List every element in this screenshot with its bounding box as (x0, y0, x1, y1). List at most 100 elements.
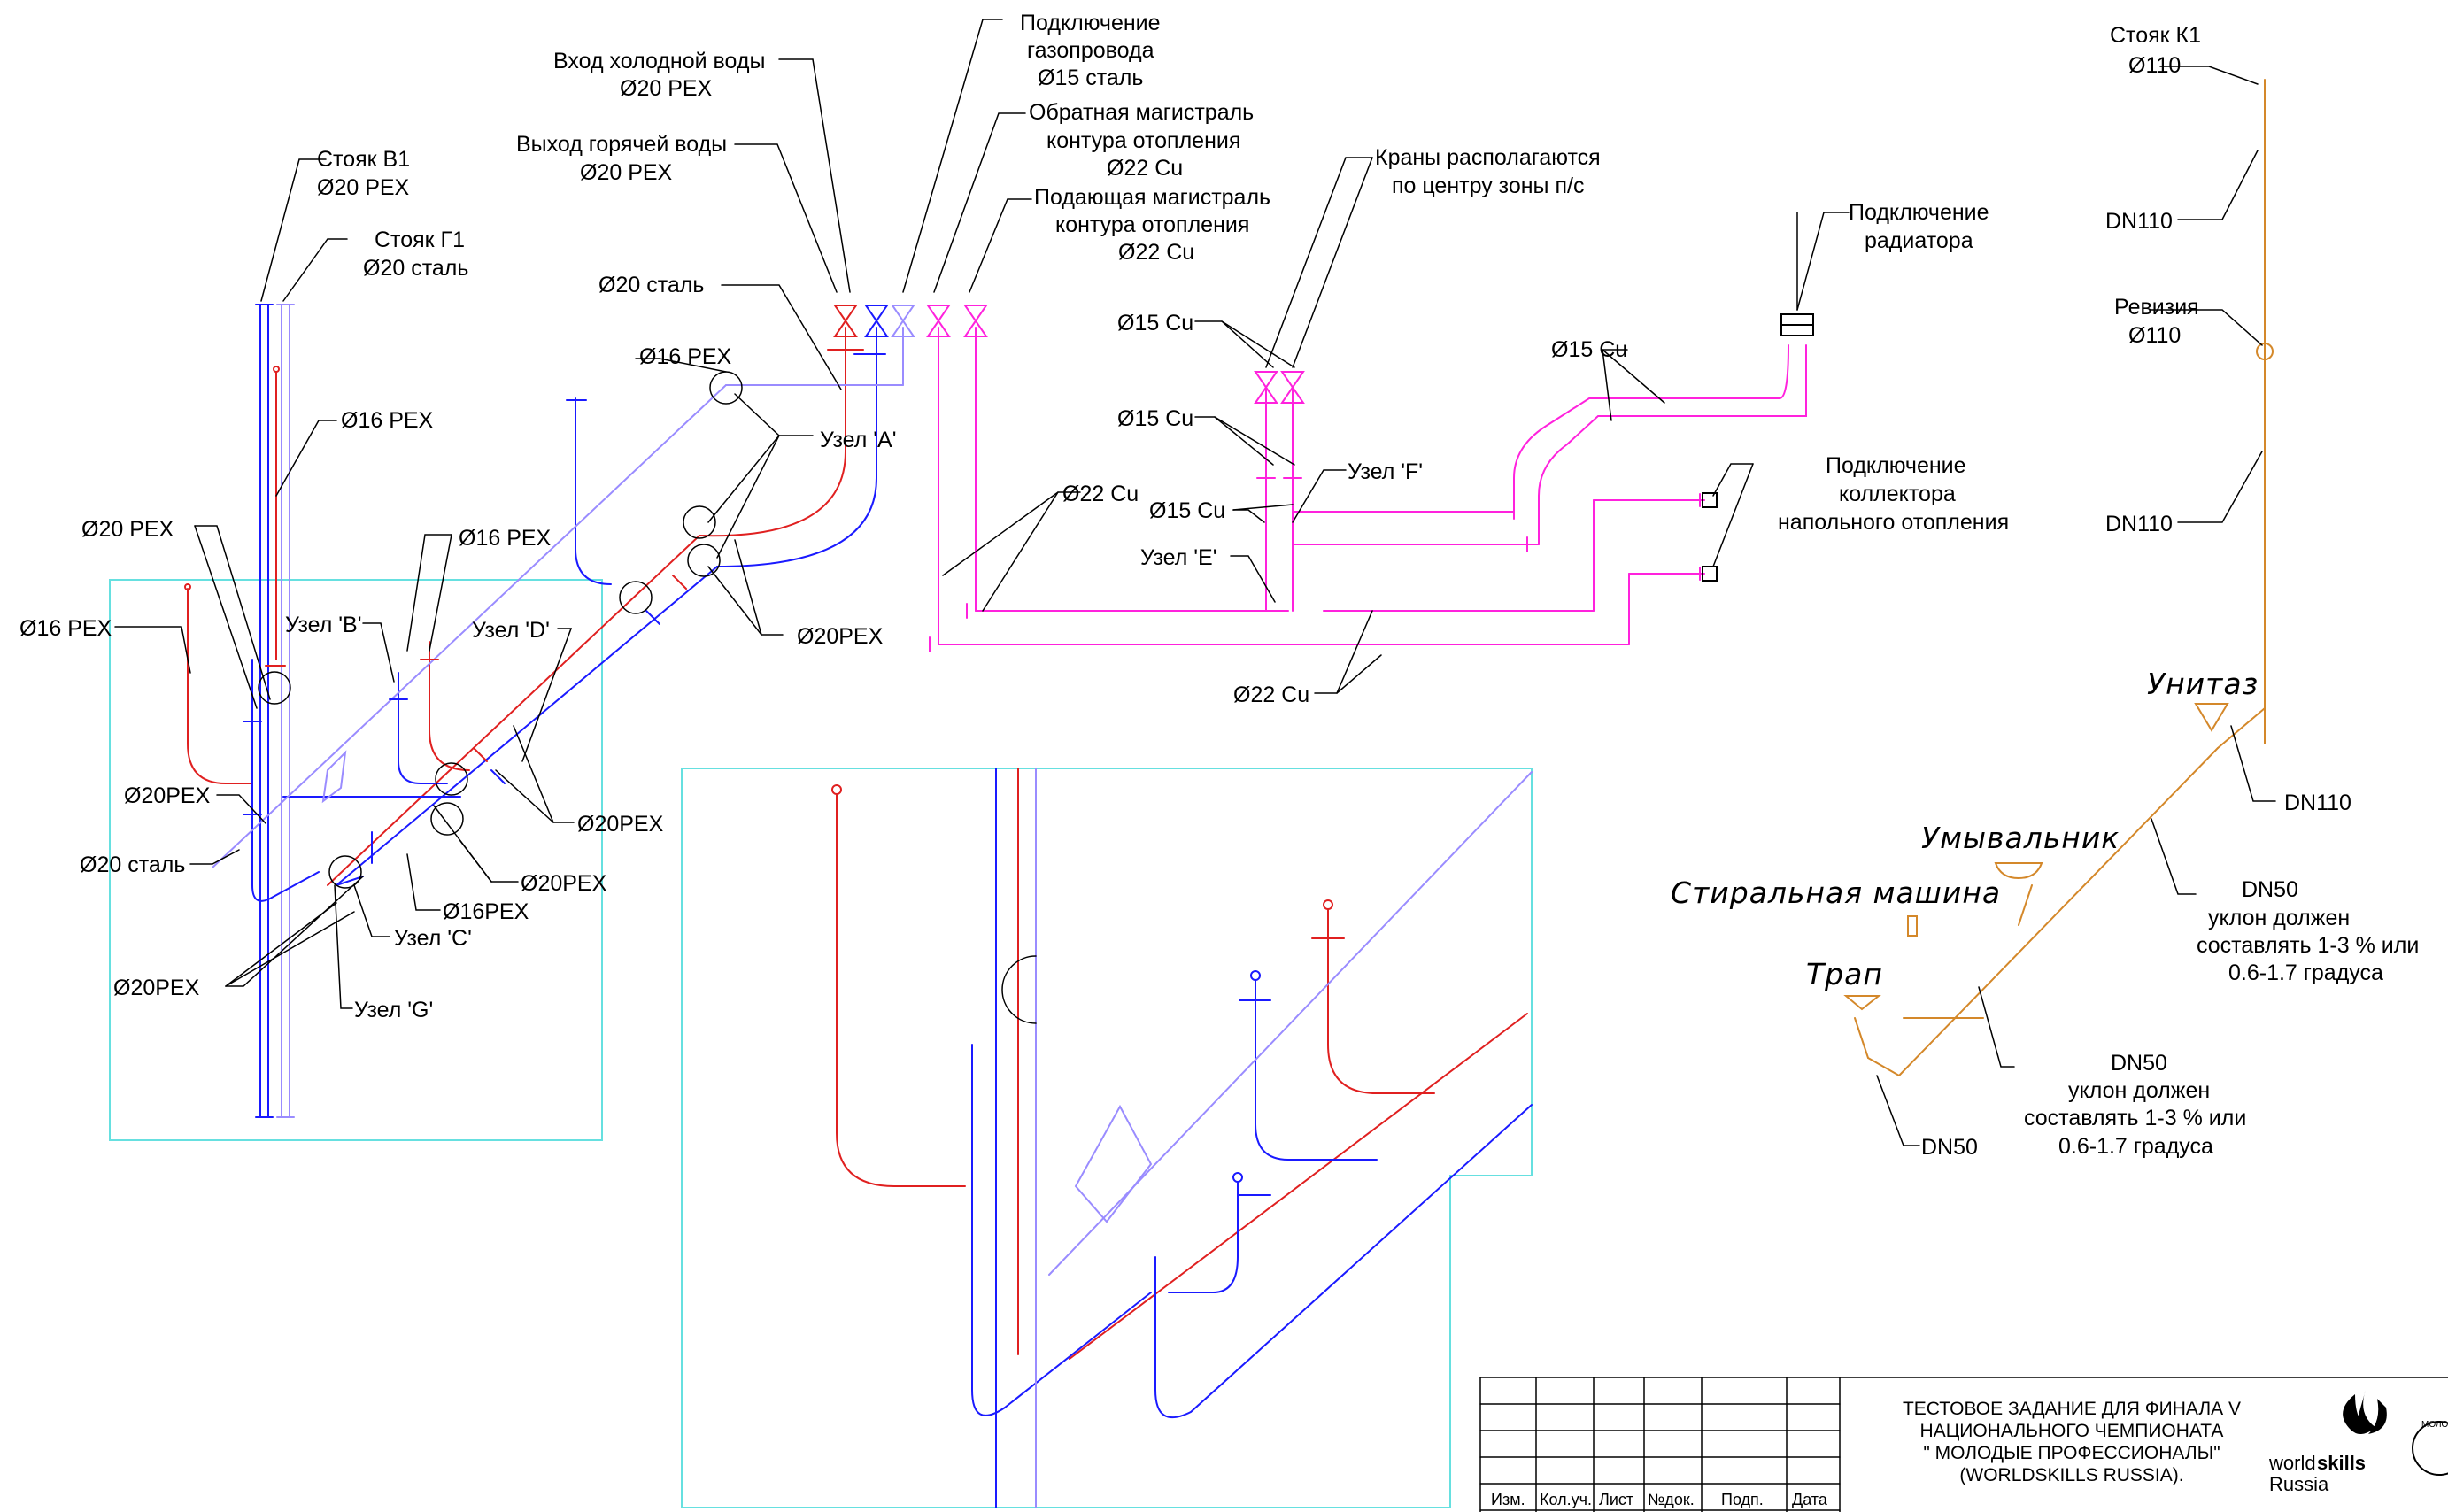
dn110-c-label: DN110 (2284, 791, 2351, 815)
riser-g1 (276, 304, 295, 1118)
fitting-ticks-hot (265, 349, 864, 762)
logo-russia: Russia (2269, 1473, 2329, 1495)
gas-label-3: Ø15 сталь (1038, 66, 1143, 90)
riser-g1-label: Стояк Г1 (375, 228, 465, 252)
supply-label-1: Подающая магистраль (1034, 185, 1270, 210)
valves-note-2: по центру зоны п/с (1392, 174, 1584, 198)
collector-label-1: Подключение (1826, 453, 1966, 478)
shutoff-valves (833, 305, 1305, 404)
tb-col-podp: Подп. (1721, 1491, 1764, 1508)
cu15-c-label: Ø15 Cu (1149, 498, 1225, 523)
node-circles (258, 371, 743, 889)
seal-logo: МОЛОДЫЕ ПРОФЕССИОНАЛЫ (2412, 1420, 2448, 1476)
toilet-label: Унитаз (2147, 667, 2259, 701)
worldskills-logo: world skills Russia (2268, 1390, 2387, 1495)
radiator-label-2: радиатора (1865, 228, 1973, 253)
pex20-left-label: Ø20 PEX (81, 517, 174, 542)
pex20-e-label: Ø20PEX (113, 976, 200, 1000)
steel20-b-label: Ø20 сталь (80, 852, 185, 877)
gas-label-2: газопровода (1027, 38, 1154, 63)
toilet-icon (2194, 703, 2229, 732)
fitting-ticks (243, 353, 886, 815)
hot-out-spec: Ø20 PEX (580, 160, 673, 185)
return-label-3: Ø22 Cu (1107, 156, 1183, 181)
drain-label: Трап (1806, 957, 1883, 991)
seal-text: МОЛОДЫЕ ПРОФЕССИОНАЛЫ (2421, 1420, 2448, 1430)
cold-in-label: Вход холодной воды (553, 49, 765, 73)
water-isometric (184, 304, 904, 1118)
pex20-a-label: Ø20PEX (797, 624, 884, 649)
drain-icon (1843, 995, 1881, 1011)
revision-spec: Ø110 (2128, 323, 2181, 348)
washer-connector-icon (1907, 915, 1918, 937)
supply-label-2: контура отопления (1055, 212, 1249, 237)
dn110-b-label: DN110 (2105, 512, 2173, 536)
heating-system (929, 327, 1808, 652)
pex20-c-label: Ø20PEX (521, 871, 607, 896)
valves-note-1: Краны располагаются (1375, 145, 1601, 170)
tb-col-kol: Кол.уч. (1540, 1491, 1592, 1508)
riser-g1-spec: Ø20 сталь (363, 256, 468, 281)
cu22-a-label: Ø22 Cu (1062, 482, 1139, 506)
steel20-label: Ø20 сталь (598, 273, 704, 297)
pex16-left-label: Ø16 PEX (19, 616, 112, 641)
hot-water-lines (184, 327, 846, 886)
pex20-b-label: Ø20PEX (577, 812, 664, 837)
revision-icon (2256, 343, 2274, 360)
riser-v1-label: Стояк В1 (317, 147, 410, 172)
tb-col-list: Лист (1599, 1491, 1633, 1508)
title-block: Изм. Кол.уч. Лист №док. Подп. Дата ТЕСТО… (1479, 1377, 2448, 1512)
title-line-3: " МОЛОДЫЕ ПРОФЕССИОНАЛЫ" (1923, 1443, 2220, 1463)
cu15-a-label: Ø15 Cu (1117, 311, 1193, 336)
gas-label-1: Подключение (1020, 11, 1161, 35)
sewer-system (1843, 79, 2274, 1076)
dn50-c-label: DN50 (1921, 1135, 1978, 1160)
zoom-detail-frame (681, 768, 1533, 1508)
node-d-label: Узел 'D' (472, 618, 550, 643)
title-line-4: (WORLDSKILLS RUSSIA). (1959, 1465, 2183, 1485)
return-valve-icon (926, 305, 951, 337)
cu15-d-label: Ø15 Cu (1551, 337, 1627, 362)
node-a-label: Узел 'A' (820, 428, 897, 452)
pex16-c-label: Ø16 PEX (459, 526, 552, 551)
pex16-d-label: Ø16PEX (443, 899, 529, 924)
dn50-a-note-3: составлять 1-3 % или (2197, 933, 2419, 958)
dn50-b-note-4: 0.6-1.7 градуса (2058, 1134, 2213, 1159)
pex20-d-label: Ø20PEX (124, 783, 211, 808)
node-b-label: Узел 'B' (285, 613, 362, 637)
revision-label: Ревизия (2114, 295, 2199, 320)
collector-connector-1-icon (1702, 492, 1718, 508)
logo-world: world (2268, 1452, 2316, 1474)
tb-col-izm: Изм. (1491, 1491, 1525, 1508)
cold-in-spec: Ø20 PEX (620, 76, 713, 101)
title-line-2: НАЦИОНАЛЬНОГО ЧЕМПИОНАТА (1920, 1421, 2224, 1441)
dn50-b-note-3: составлять 1-3 % или (2024, 1106, 2246, 1130)
radiator-label-1: Подключение (1849, 200, 1989, 225)
dn110-a-label: DN110 (2105, 209, 2173, 234)
gas-valve-icon (891, 305, 915, 337)
drawing-labels: Стояк В1 Ø20 PEX Стояк Г1 Ø20 сталь Вход… (19, 11, 2419, 1160)
pex16-b-label: Ø16 PEX (341, 408, 434, 433)
riser-v1-spec: Ø20 PEX (317, 175, 410, 200)
tb-col-doc: №док. (1648, 1491, 1695, 1508)
cu22-b-label: Ø22 Cu (1233, 683, 1309, 707)
dn50-a-note-4: 0.6-1.7 градуса (2228, 960, 2383, 985)
detail-frames (109, 579, 1533, 1508)
collector-label-2: коллектора (1839, 482, 1956, 506)
dn50-a-label: DN50 (2242, 877, 2298, 902)
hot-out-label: Выход горячей воды (516, 132, 727, 157)
supply-label-3: Ø22 Cu (1118, 240, 1194, 265)
dn50-b-label: DN50 (2111, 1051, 2167, 1076)
node-e-label: Узел 'E' (1140, 545, 1217, 570)
gas-line (212, 327, 904, 868)
riser-k1-label: Стояк К1 (2110, 23, 2201, 48)
return-label-1: Обратная магистраль (1029, 100, 1254, 125)
pex16-a-label: Ø16 PEX (639, 344, 732, 369)
node-f-label: Узел 'F' (1348, 459, 1423, 484)
supply-valve-icon (963, 305, 988, 337)
riser-v1 (255, 304, 274, 1118)
node-g-label: Узел 'G' (354, 998, 433, 1022)
cold-water-lines (251, 327, 877, 902)
washer-label: Стиральная машина (1671, 876, 2001, 910)
